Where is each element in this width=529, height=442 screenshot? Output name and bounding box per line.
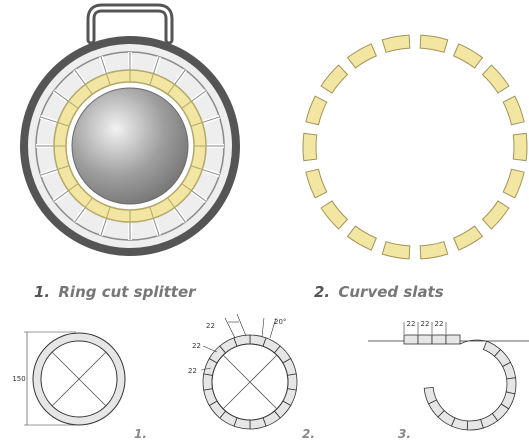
strip-joint	[459, 339, 487, 345]
curved-slat	[453, 225, 484, 251]
slat-divider	[190, 165, 203, 170]
slat-divider	[181, 100, 192, 109]
step-2-drawing: 22 22 22 20° 2.	[188, 313, 315, 441]
slat-divider	[167, 84, 176, 95]
flat-slat	[417, 334, 433, 345]
curved-slat	[481, 200, 510, 230]
step-2-label: 2.	[302, 427, 315, 441]
curved-slat	[346, 43, 377, 69]
dim-22-c: 22	[188, 367, 197, 375]
curved-slat	[453, 43, 484, 69]
step-3-drawing: 22 22 22 3.	[368, 320, 529, 441]
ring-segment	[202, 373, 214, 391]
slat-divider	[149, 206, 154, 219]
slat-divider	[57, 165, 70, 170]
strip-dim-3: 22	[435, 320, 444, 328]
caption-1-text: Ring cut splitter	[58, 283, 197, 301]
step-2-dimension-leaders	[200, 313, 277, 371]
curved-slat	[305, 95, 328, 126]
slat-divider	[190, 122, 203, 127]
curled-segment	[505, 377, 517, 395]
strip-dim-2: 22	[421, 320, 430, 328]
curved-slat	[419, 34, 449, 53]
strip-dim-1: 22	[407, 320, 416, 328]
step-3-curled-strip	[423, 339, 517, 431]
curved-slat	[512, 132, 528, 162]
curved-slat	[305, 168, 328, 199]
hub-sphere	[71, 87, 189, 205]
curved-slat	[419, 241, 449, 260]
flat-slat	[445, 334, 461, 345]
slat-divider	[167, 197, 176, 208]
curved-slat	[502, 95, 525, 126]
dim-22-b: 22	[192, 342, 201, 350]
slat-divider	[181, 183, 192, 192]
dim-angle: 20°	[274, 318, 286, 326]
step-1-drawing: 150 1.	[12, 331, 147, 441]
ring-cut-splitter	[20, 3, 240, 256]
caption-1-number: 1.	[34, 283, 50, 301]
carry-handle	[86, 3, 174, 45]
curled-segment	[466, 418, 484, 431]
svg-text:1. Ring cut splitter: 1. Ring cut splitter	[34, 283, 197, 301]
step-3-label: 3.	[398, 427, 411, 441]
ring-segment	[286, 373, 298, 391]
curved-slat	[320, 200, 349, 230]
slat-divider	[106, 206, 111, 219]
flat-slat	[431, 334, 447, 345]
caption-2-number: 2.	[314, 283, 330, 301]
slat-dividers	[54, 70, 206, 222]
svg-text:2. Curved slats: 2. Curved slats	[314, 283, 444, 301]
slat-divider	[106, 73, 111, 86]
slat-divider	[57, 122, 70, 127]
slat-divider	[84, 197, 93, 208]
slat-divider	[149, 73, 154, 86]
slat-divider	[68, 100, 79, 109]
slat-divider	[68, 183, 79, 192]
curved-slat	[320, 64, 349, 94]
curved-slat	[381, 241, 411, 260]
slat-divider	[84, 84, 93, 95]
curved-slat	[502, 168, 525, 199]
flat-slat	[403, 334, 419, 345]
step-1-label: 1.	[134, 427, 147, 441]
curved-slats-ring	[302, 34, 528, 260]
caption-2-text: Curved slats	[338, 283, 443, 301]
curved-slat	[481, 64, 510, 94]
curled-segment	[423, 386, 438, 405]
height-label: 150	[12, 375, 25, 383]
curved-slat	[302, 132, 318, 162]
dim-22-a: 22	[206, 322, 215, 330]
curved-slat	[381, 34, 411, 53]
curved-slat	[346, 225, 377, 251]
step-3-flat-slats	[403, 334, 461, 345]
